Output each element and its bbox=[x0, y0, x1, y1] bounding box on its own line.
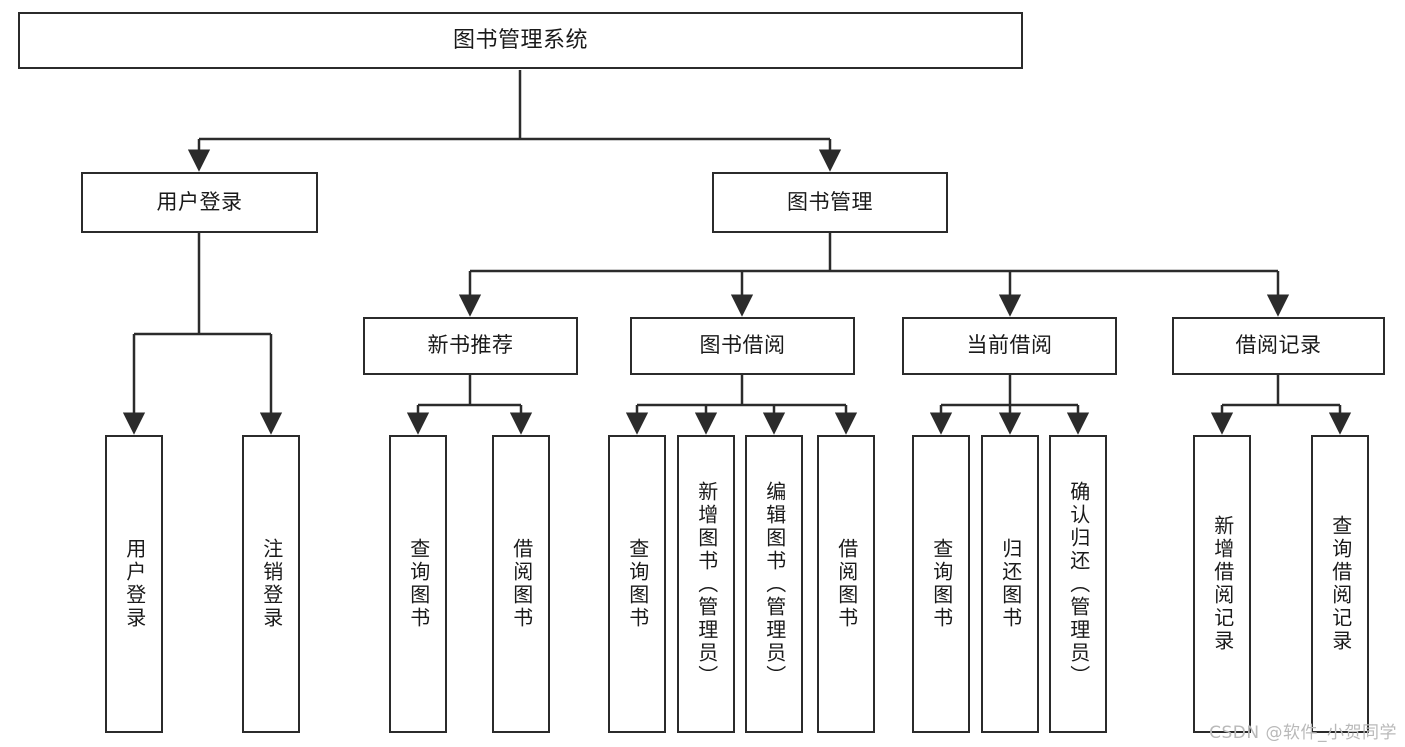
node-label: 图书管理系统 bbox=[452, 27, 588, 53]
leaf-borrow-books[interactable]: 借阅图书 bbox=[817, 435, 875, 733]
node-root-book-management-system[interactable]: 图书管理系统 bbox=[18, 12, 1023, 69]
leaf-borrow-books-recommend[interactable]: 借阅图书 bbox=[492, 435, 550, 733]
node-label: 新书推荐 bbox=[427, 333, 514, 358]
leaf-add-borrow-record[interactable]: 新增借阅记录 bbox=[1193, 435, 1251, 733]
node-label: 归还图书 bbox=[998, 538, 1023, 630]
leaf-query-books-borrow[interactable]: 查询图书 bbox=[608, 435, 666, 733]
leaf-confirm-return-admin[interactable]: 确认归还（管理员） bbox=[1049, 435, 1107, 733]
node-label: 图书借阅 bbox=[699, 333, 786, 358]
leaf-edit-book-admin[interactable]: 编辑图书（管理员） bbox=[745, 435, 803, 733]
leaf-query-borrow-record[interactable]: 查询借阅记录 bbox=[1311, 435, 1369, 733]
leaf-query-books-current[interactable]: 查询图书 bbox=[912, 435, 970, 733]
node-book-management[interactable]: 图书管理 bbox=[712, 172, 948, 233]
node-current-borrowing[interactable]: 当前借阅 bbox=[902, 317, 1117, 375]
node-label: 确认归还（管理员） bbox=[1066, 480, 1091, 688]
node-label: 编辑图书（管理员） bbox=[762, 480, 787, 688]
node-label: 用户登录 bbox=[156, 189, 243, 214]
node-label: 查询借阅记录 bbox=[1328, 515, 1353, 653]
node-user-login[interactable]: 用户登录 bbox=[81, 172, 318, 233]
node-label: 图书管理 bbox=[787, 189, 873, 214]
node-label: 借阅图书 bbox=[509, 538, 534, 630]
node-label: 借阅图书 bbox=[834, 538, 859, 630]
node-borrowing-record[interactable]: 借阅记录 bbox=[1172, 317, 1385, 375]
leaf-query-books-recommend[interactable]: 查询图书 bbox=[389, 435, 447, 733]
node-label: 用户登录 bbox=[122, 538, 147, 630]
node-new-book-recommendation[interactable]: 新书推荐 bbox=[363, 317, 578, 375]
node-label: 注销登录 bbox=[259, 538, 284, 630]
leaf-add-book-admin[interactable]: 新增图书（管理员） bbox=[677, 435, 735, 733]
leaf-return-books[interactable]: 归还图书 bbox=[981, 435, 1039, 733]
node-label: 新增借阅记录 bbox=[1210, 515, 1235, 653]
node-label: 查询图书 bbox=[929, 538, 954, 630]
node-label: 当前借阅 bbox=[966, 333, 1053, 358]
leaf-user-login[interactable]: 用户登录 bbox=[105, 435, 163, 733]
node-label: 借阅记录 bbox=[1235, 333, 1322, 358]
node-label: 查询图书 bbox=[406, 538, 431, 630]
node-label: 查询图书 bbox=[625, 538, 650, 630]
leaf-logout[interactable]: 注销登录 bbox=[242, 435, 300, 733]
node-label: 新增图书（管理员） bbox=[694, 480, 719, 688]
node-book-borrowing[interactable]: 图书借阅 bbox=[630, 317, 855, 375]
